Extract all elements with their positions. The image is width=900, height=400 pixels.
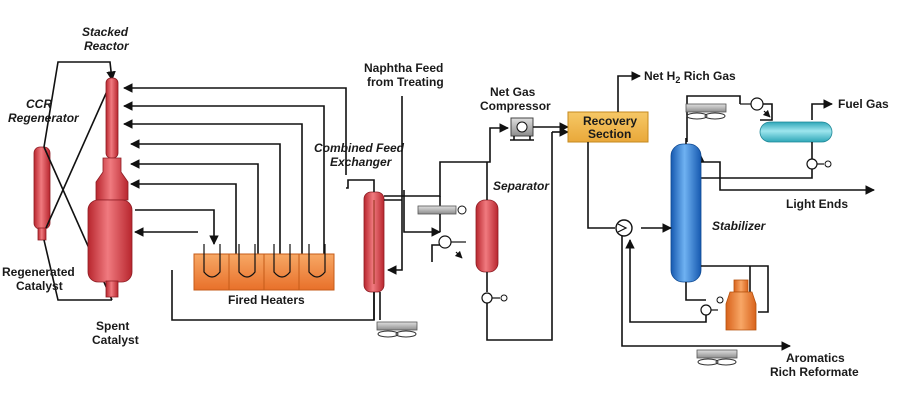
label-spent-catalyst: Spent Catalyst [92, 319, 139, 347]
naphtha-feed-label-line2: from Treating [367, 75, 444, 89]
light-ends-label: Light Ends [786, 197, 848, 211]
ccr-regenerator-label-line2: Regenerator [8, 111, 80, 125]
aromatics-label-line1: Aromatics [786, 351, 845, 365]
stabilizer-column [621, 138, 875, 351]
net-gas-compressor [510, 117, 569, 141]
regenerated-catalyst-label-line1: Regenerated [2, 265, 75, 279]
spent-catalyst-label-line1: Spent [96, 319, 129, 333]
recovery-section-box [567, 111, 649, 143]
label-naphtha-feed: Naphtha Feed from Treating [364, 61, 444, 89]
net-gas-compressor-label-line1: Net Gas [490, 85, 536, 99]
ccr-regenerator-vessel [33, 146, 51, 241]
recovery-section-label-line1: Recovery [583, 114, 637, 128]
separator-label: Separator [493, 179, 550, 193]
label-regenerated-catalyst: Regenerated Catalyst [2, 265, 75, 293]
combined-feed-exchanger-label-line1: Combined Feed [314, 141, 405, 155]
fired-heaters-label: Fired Heaters [228, 293, 305, 307]
air-cooler-1 [376, 321, 418, 338]
combined-feed-exchanger-label-line2: Exchanger [330, 155, 393, 169]
net-gas-compressor-label-line2: Compressor [480, 99, 551, 113]
stabilizer-label: Stabilizer [712, 219, 767, 233]
air-cooler-3 [696, 349, 738, 366]
stacked-reactor-label-line2: Reactor [84, 39, 130, 53]
aromatics-label-line2: Rich Reformate [770, 365, 859, 379]
label-net-gas-compressor: Net Gas Compressor [480, 85, 551, 113]
stacked-reactor-label-line1: Stacked [82, 25, 129, 39]
label-combined-feed-exchanger: Combined Feed Exchanger [314, 141, 405, 169]
ccr-regenerator-label-line1: CCR [26, 97, 52, 111]
label-ccr-regenerator: CCR Regenerator [8, 97, 80, 125]
stabilizer-feed-exchanger [615, 219, 633, 237]
exchanger-separator-piping [384, 123, 509, 262]
combined-feed-exchanger [346, 96, 403, 320]
stacked-reactor-vessel [87, 77, 133, 298]
spent-catalyst-label-line2: Catalyst [92, 333, 139, 347]
fuel-gas-label: Fuel Gas [838, 97, 889, 111]
naphtha-feed-label-line1: Naphtha Feed [364, 61, 443, 75]
stabilizer-reboiler [725, 279, 757, 331]
regenerated-catalyst-label-line2: Catalyst [16, 279, 63, 293]
air-cooler-2 [685, 103, 727, 120]
fired-heaters-block [193, 244, 335, 291]
label-recovery-section: Recovery Section [583, 114, 637, 141]
separator-vessel [475, 132, 553, 341]
recovery-section-label-line2: Section [588, 127, 631, 141]
label-aromatics-rich-reformate: Aromatics Rich Reformate [770, 351, 859, 379]
label-stacked-reactor: Stacked Reactor [82, 25, 130, 53]
net-h2-rich-gas-label: Net H2 Rich Gas [644, 69, 736, 85]
